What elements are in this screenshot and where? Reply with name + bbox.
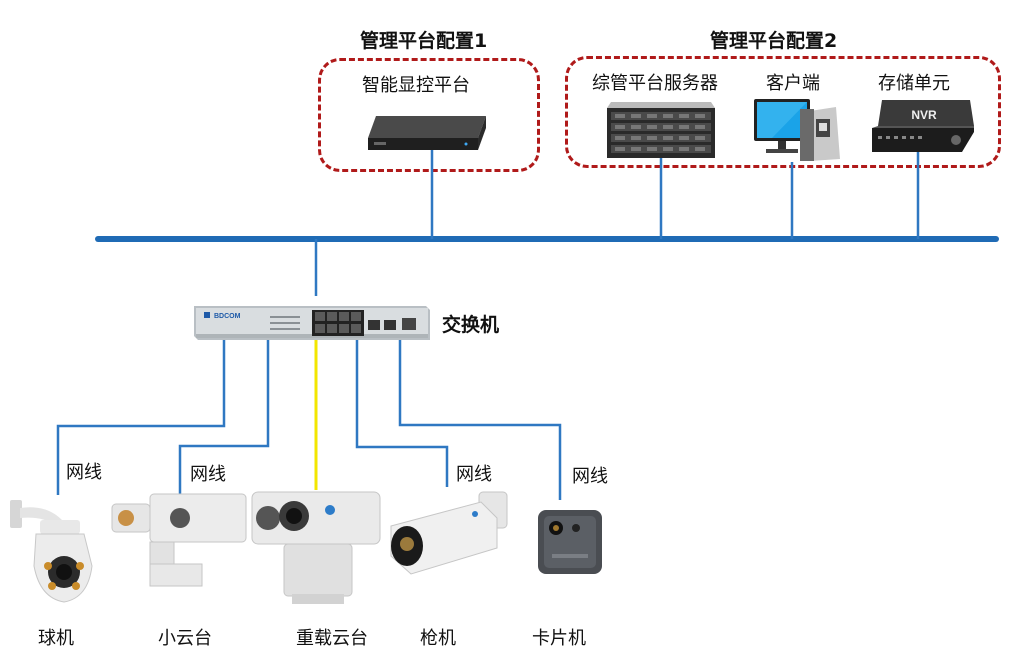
display-platform-label: 智能显控平台 xyxy=(362,75,470,96)
display-platform-device xyxy=(368,116,486,150)
client-label: 客户端 xyxy=(766,73,820,94)
config2-title: 管理平台配置2 xyxy=(710,30,838,52)
nvr-logo-text: NVR xyxy=(911,108,937,122)
camera-label-heavy-ptz: 重载云台 xyxy=(296,628,368,649)
switch-label: 交换机 xyxy=(442,314,500,336)
camera-label-card: 卡片机 xyxy=(532,628,586,649)
cable-label-small-ptz: 网线 xyxy=(190,464,226,485)
nvr-device: NVR xyxy=(872,100,974,152)
cable-label-card: 网线 xyxy=(572,466,608,487)
cable-label-dome: 网线 xyxy=(66,462,102,483)
wire-dome xyxy=(56,336,226,495)
config2-box xyxy=(565,56,1001,168)
config1-title: 管理平台配置1 xyxy=(360,30,488,52)
heavy-ptz-camera-device xyxy=(251,491,381,604)
bullet-camera-device xyxy=(390,491,508,575)
wire-small-ptz xyxy=(178,336,270,497)
server-device xyxy=(607,102,715,158)
camera-label-small-ptz: 小云台 xyxy=(158,628,212,649)
storage-label: 存储单元 xyxy=(878,73,950,94)
wire-card xyxy=(398,336,562,500)
cable-label-bullet: 网线 xyxy=(456,464,492,485)
config1-box xyxy=(318,58,540,172)
switch-brand: BDCOM xyxy=(214,313,241,320)
card-camera-device xyxy=(538,510,602,574)
server-label: 综管平台服务器 xyxy=(592,73,718,94)
camera-label-bullet: 枪机 xyxy=(420,628,456,649)
camera-label-dome: 球机 xyxy=(38,628,74,649)
dome-camera-device xyxy=(10,500,93,603)
wire-bullet xyxy=(355,336,449,487)
small-ptz-camera-device xyxy=(111,493,247,587)
switch-device: BDCOM xyxy=(194,306,430,340)
client-pc-device xyxy=(754,99,840,161)
